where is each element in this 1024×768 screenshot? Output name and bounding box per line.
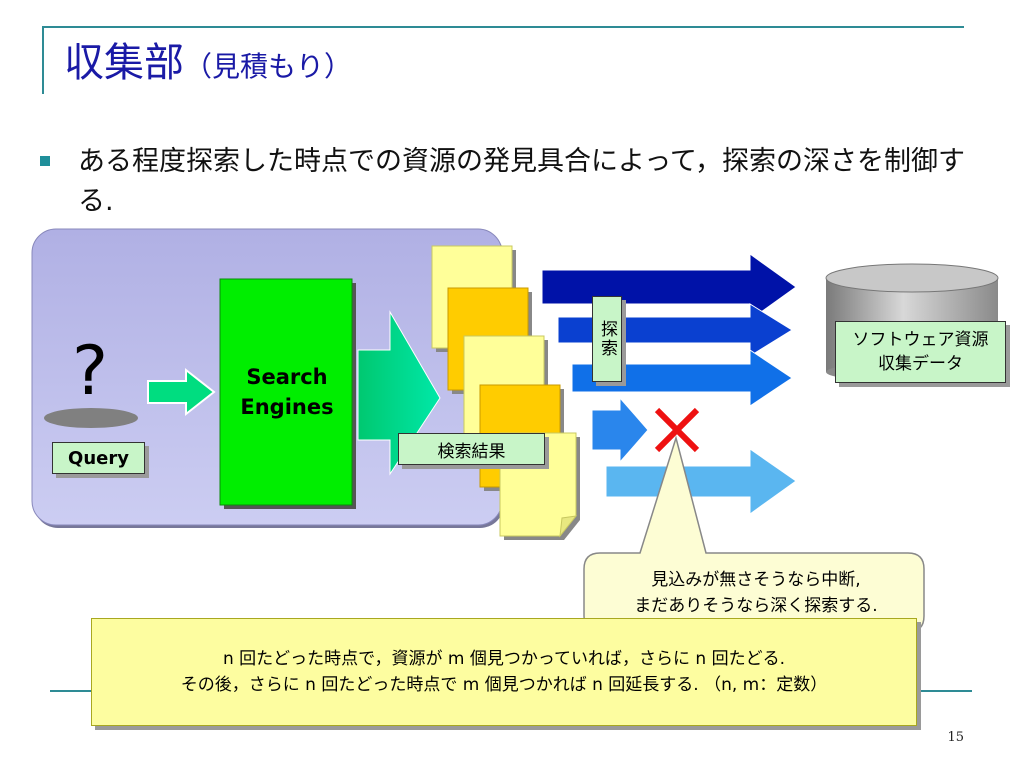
note-line1: n 回たどった時点で，資源が m 個見つかっていれば，さらに n 回たどる.	[222, 649, 785, 669]
database-label-line2: 収集データ	[878, 354, 963, 374]
search-engines-line1: Search	[246, 365, 328, 389]
title-sub: （見積もり）	[184, 50, 353, 83]
query-disk	[44, 408, 138, 428]
title-rule	[42, 26, 964, 28]
search-engines-line2: Engines	[240, 395, 334, 419]
query-arrow	[147, 367, 216, 417]
question-mark: ?	[71, 332, 109, 411]
callout-line2: まだありそうなら深く探索する.	[634, 596, 878, 616]
cross-icon	[654, 407, 700, 453]
title-main: 収集部	[64, 40, 184, 86]
callout-text: 見込みが無さそうなら中断, まだありそうなら深く探索する.	[592, 567, 920, 619]
database-label: ソフトウェア資源 収集データ	[835, 321, 1006, 383]
title-accent-bar	[42, 26, 44, 94]
search-results-label: 検索結果	[398, 433, 545, 465]
page-number: 15	[947, 730, 964, 745]
callout-line1: 見込みが無さそうなら中断,	[651, 570, 861, 590]
note-box: n 回たどった時点で，資源が m 個見つかっていれば，さらに n 回たどる. そ…	[91, 618, 917, 726]
bullet-marker	[40, 156, 50, 166]
search-engines-box	[219, 278, 353, 506]
query-label: Query	[52, 442, 145, 474]
note-line2: その後，さらに n 回たどった時点で m 個見つかれば n 回延長する. （n,…	[180, 675, 828, 695]
explore-label: 探索	[592, 296, 622, 382]
page-title: 収集部（見積もり）	[64, 38, 352, 92]
database-label-line1: ソフトウェア資源	[852, 330, 989, 350]
bullet-text: ある程度探索した時点での資源の発見具合によって，探索の深さを制御する.	[78, 146, 965, 217]
search-engines-label: Search Engines	[222, 280, 352, 504]
